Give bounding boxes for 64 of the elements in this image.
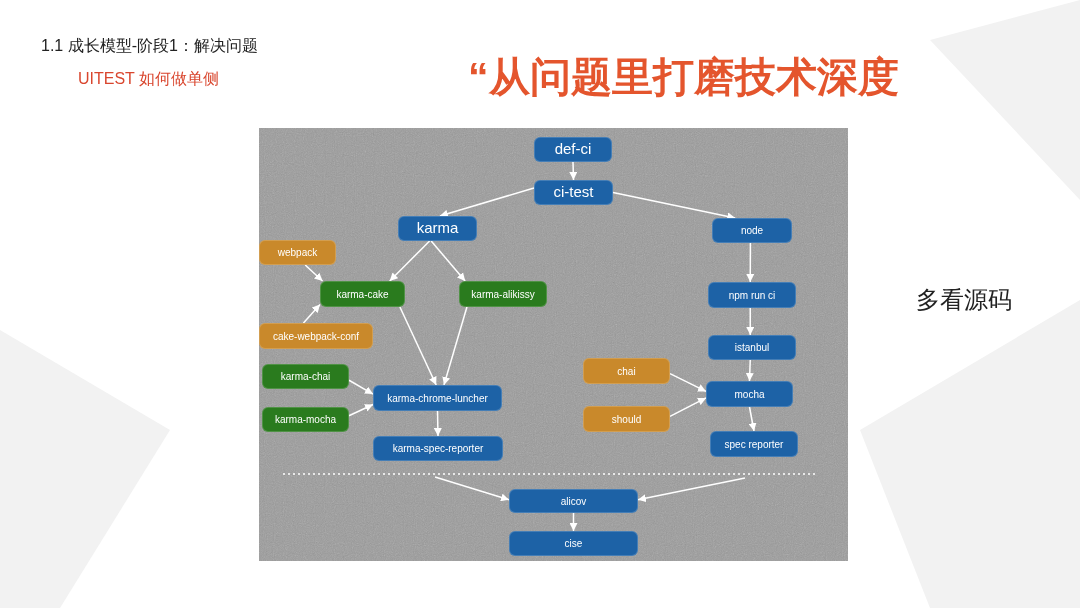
arrow	[433, 410, 442, 437]
module-name: istanbul	[734, 342, 770, 353]
arrow	[302, 303, 321, 324]
module-name: cise	[564, 538, 583, 549]
module-name: karma-mocha	[274, 414, 337, 425]
module-box	[712, 218, 792, 243]
arrow	[348, 403, 374, 417]
module-name: node	[740, 225, 764, 236]
arrow	[637, 477, 746, 503]
arrow	[748, 406, 757, 432]
module-box	[373, 385, 502, 411]
side-note: 多看源码	[916, 286, 1012, 315]
module-name: karma-alikissy	[471, 288, 535, 300]
arrow	[348, 379, 374, 395]
arrow	[442, 306, 468, 386]
module-name: npm run ci	[728, 289, 776, 301]
module-box	[509, 489, 638, 513]
module-name: ci-test	[553, 184, 594, 201]
arrow	[569, 161, 578, 181]
module-box	[262, 407, 349, 432]
module-name: mocha	[734, 388, 765, 400]
arrow	[746, 307, 755, 336]
slogan-heading: “从问题里打磨技术深度	[468, 53, 899, 102]
module-box	[259, 240, 336, 265]
module-name: cake-webpack-conf	[272, 330, 360, 342]
module-name: karma-chai	[280, 371, 331, 382]
arrow	[569, 512, 578, 532]
module-name: karma	[416, 220, 459, 237]
module-box	[583, 358, 670, 384]
module-name: webpack	[277, 247, 318, 258]
module-name: spec reporter	[724, 438, 784, 450]
module-box	[706, 381, 793, 407]
module-name: karma-chrome-luncher	[387, 392, 488, 404]
arrow	[399, 306, 437, 386]
module-name: alicov	[560, 495, 587, 507]
module-box	[534, 137, 612, 162]
module-box	[320, 281, 405, 307]
module-box	[708, 335, 796, 360]
module-box	[398, 216, 477, 241]
module-box	[708, 282, 796, 308]
module-box	[710, 431, 798, 457]
module-name: chai	[617, 365, 636, 377]
module-box	[583, 406, 670, 432]
module-name: should	[611, 413, 642, 425]
module-name: karma-spec-reporter	[392, 443, 484, 454]
module-box	[262, 364, 349, 389]
arrow	[746, 242, 755, 283]
module-name: karma-cake	[336, 288, 389, 300]
arrow	[669, 397, 707, 418]
module-box	[459, 281, 547, 307]
slide-title: 1.1 成长模型-阶段1：解决问题	[41, 36, 258, 56]
arrow	[388, 240, 431, 282]
arrow	[669, 372, 707, 393]
arrow	[430, 240, 466, 282]
module-box	[534, 180, 613, 205]
module-box	[259, 323, 373, 349]
module-box	[373, 436, 503, 461]
arrow	[304, 264, 324, 282]
module-name: def-ci	[554, 141, 592, 158]
arrow	[745, 359, 754, 382]
arrow	[439, 187, 535, 218]
module-box	[509, 531, 638, 556]
subtitle: UITEST 如何做单侧	[78, 69, 220, 89]
arrow	[434, 476, 510, 502]
